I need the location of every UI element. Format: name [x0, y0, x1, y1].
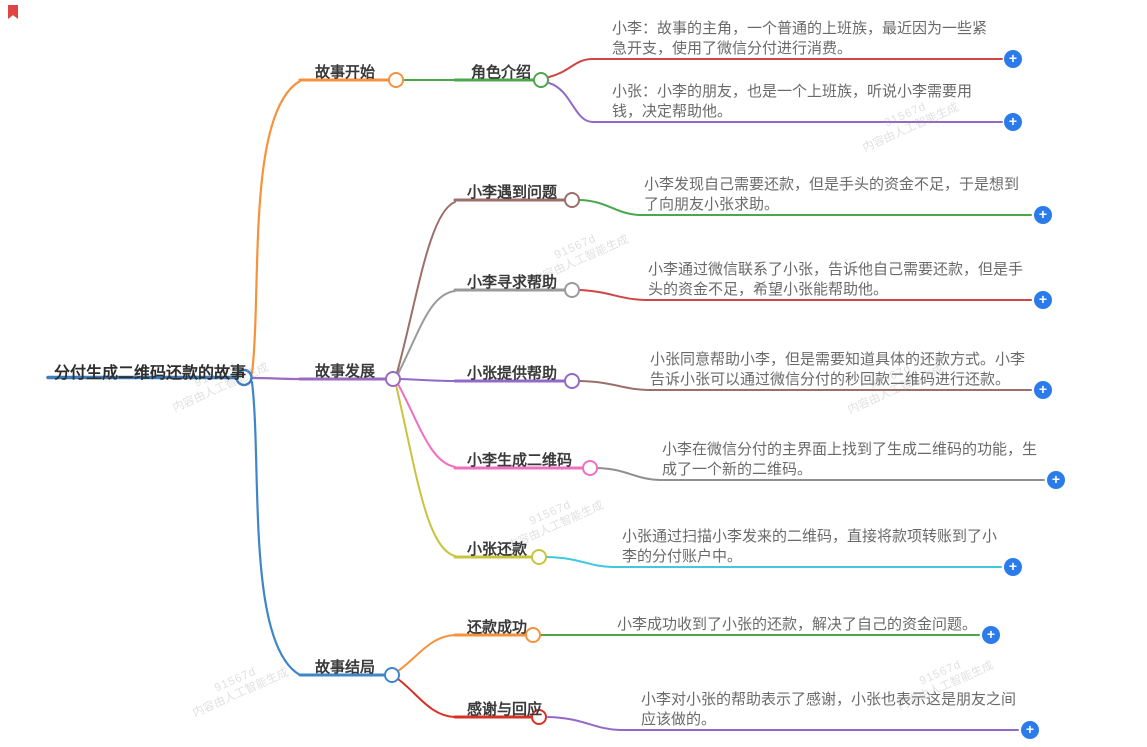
topic-characters[interactable]: 角色介绍 — [471, 64, 532, 81]
add-child-button[interactable]: + — [1021, 721, 1039, 739]
problem-handle[interactable] — [564, 192, 580, 208]
add-child-button[interactable]: + — [1047, 471, 1065, 489]
topic-story-start[interactable]: 故事开始 — [315, 64, 376, 81]
add-child-button[interactable]: + — [1004, 558, 1022, 576]
root-node-handle[interactable] — [235, 368, 253, 387]
topic-seek-help[interactable]: 小李寻求帮助 — [467, 274, 558, 291]
topic-repay-success[interactable]: 还款成功 — [467, 619, 528, 636]
success-handle[interactable] — [525, 627, 541, 643]
topic-repay[interactable]: 小张还款 — [467, 541, 528, 558]
add-child-button[interactable]: + — [1034, 206, 1052, 224]
connector-root-story-end — [250, 380, 302, 677]
story-start-handle[interactable] — [388, 72, 404, 88]
connector-develop-problem — [396, 201, 456, 374]
characters-handle[interactable] — [533, 72, 549, 88]
add-child-button[interactable]: + — [1004, 50, 1022, 68]
story-develop-handle[interactable] — [385, 371, 401, 387]
leaf-repay-detail[interactable]: 小张通过扫描小李发来的二维码，直接将款项转账到了小 李的分付账户中。 — [622, 528, 998, 565]
connector-repay-leaf — [546, 556, 613, 568]
add-child-button[interactable]: + — [1004, 113, 1022, 131]
leaf-success-detail[interactable]: 小李成功收到了小张的还款，解决了自己的资金问题。 — [617, 616, 978, 633]
connector-end-thanks — [397, 678, 456, 718]
leaf-seekhelp-detail[interactable]: 小李通过微信联系了小张，告诉他自己需要还款，但是手 头的资金不足，希望小张能帮助… — [648, 261, 1024, 298]
topic-thanks-response[interactable]: 感谢与回应 — [467, 701, 543, 718]
connector-characters-leaf1 — [548, 58, 594, 78]
connector-characters-leaf2 — [548, 82, 594, 123]
leaf-xiaozhang-intro[interactable]: 小张：小李的朋友，也是一个上班族，听说小李需要用 钱，决定帮助他。 — [612, 83, 973, 120]
connector-develop-offerhelp — [400, 378, 456, 382]
connector-problem-leaf — [579, 199, 641, 216]
add-child-button[interactable]: + — [1034, 381, 1052, 399]
topic-offer-help[interactable]: 小张提供帮助 — [467, 365, 558, 382]
connector-end-success — [397, 634, 456, 672]
thanks-handle[interactable] — [531, 709, 547, 725]
connector-seekhelp-leaf — [579, 289, 646, 301]
topic-generate-qrcode[interactable]: 小李生成二维码 — [467, 452, 573, 469]
connector-root-story-develop — [251, 376, 302, 381]
add-child-button[interactable]: + — [1034, 291, 1052, 309]
leaf-offerhelp-detail[interactable]: 小张同意帮助小李，但是需要知道具体的还款方式。小李 告诉小张可以通过微信分付的秒… — [650, 351, 1026, 388]
leaf-xiaoli-intro[interactable]: 小李：故事的主角，一个普通的上班族，最近因为一些紧 急开支，使用了微信分付进行消… — [612, 20, 988, 57]
topic-story-end[interactable]: 故事结局 — [315, 659, 376, 676]
root-topic[interactable]: 分付生成二维码还款的故事 — [54, 365, 247, 382]
repay-handle[interactable] — [531, 549, 547, 565]
connector-develop-qrcode — [397, 383, 456, 468]
topic-problem[interactable]: 小李遇到问题 — [467, 184, 558, 201]
qrcode-handle[interactable] — [582, 460, 598, 476]
leaf-qrcode-detail[interactable]: 小李在微信分付的主界面上找到了生成二维码的功能，生 成了一个新的二维码。 — [662, 441, 1038, 478]
corner-marker-icon — [8, 5, 18, 19]
connector-develop-repay — [395, 384, 456, 557]
connector-root-story-start — [250, 79, 302, 375]
leaf-problem-detail[interactable]: 小李发现自己需要还款，但是手头的资金不足，于是想到 了向朋友小张求助。 — [644, 176, 1020, 213]
topic-story-develop[interactable]: 故事发展 — [315, 363, 376, 380]
connector-qrcode-leaf — [596, 467, 661, 481]
add-child-button[interactable]: + — [982, 626, 1000, 644]
story-end-handle[interactable] — [384, 667, 400, 683]
seekhelp-handle[interactable] — [564, 282, 580, 298]
connector-develop-seekhelp — [397, 290, 456, 375]
offerhelp-handle[interactable] — [564, 373, 580, 389]
connector-offerhelp-leaf — [579, 380, 649, 391]
leaf-thanks-detail[interactable]: 小李对小张的帮助表示了感谢，小张也表示这是朋友之间 应该做的。 — [641, 691, 1017, 728]
connector-thanks-leaf — [547, 716, 621, 731]
